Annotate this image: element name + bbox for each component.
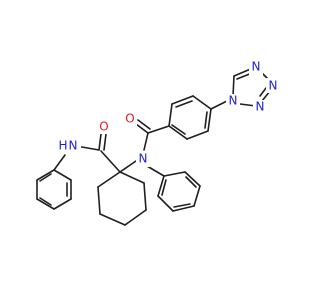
atom-label-layer: H N O N O N N N (58, 60, 280, 167)
amide-o-atom: O (99, 120, 108, 134)
amide-o-label: O (97, 119, 111, 134)
cyclohexane-ring (97, 171, 147, 226)
amide-n-atom: N (69, 139, 78, 153)
benzene-ring-para (168, 95, 212, 140)
tetrazole-n1-atom: N (229, 94, 238, 108)
tetrazole-n3-atom: N (269, 79, 278, 93)
benzoyl-carbonyl (135, 119, 151, 134)
tetrazole-n3-label: N (266, 78, 280, 93)
bond-ring-tetrazole (210, 100, 228, 110)
bond-benzoylc-ring (147, 125, 170, 134)
phenyl-ring-bottom-right (157, 171, 201, 212)
bond-naniline-benzoylc (143, 132, 149, 151)
bond-namide-ring (53, 154, 66, 171)
bond-quatc-naniline (119, 160, 137, 173)
bond-naniline-ring (146, 165, 165, 177)
amide-h-atom: H (58, 139, 67, 153)
tetrazole-n1-label: N (226, 94, 240, 109)
tetrazole-n4-atom: N (256, 100, 265, 114)
benzoyl-o-atom: O (125, 112, 134, 126)
molecule-structure-diagram: H N O N O N N N (36, 59, 280, 226)
tetrazole-n2-label: N (249, 60, 263, 75)
phenyl-ring-left (36, 169, 72, 210)
tetrazole-n4-label: N (253, 100, 267, 115)
bond-carbonyl-quatc (100, 150, 121, 173)
amide-carbonyl (98, 133, 107, 151)
aniline-n-atom: N (139, 152, 148, 166)
benzoyl-o-label: O (123, 112, 137, 127)
amide-nh-label: H N (58, 138, 81, 154)
tetrazole-n2-atom: N (252, 60, 261, 74)
aniline-n-label: N (136, 152, 150, 167)
